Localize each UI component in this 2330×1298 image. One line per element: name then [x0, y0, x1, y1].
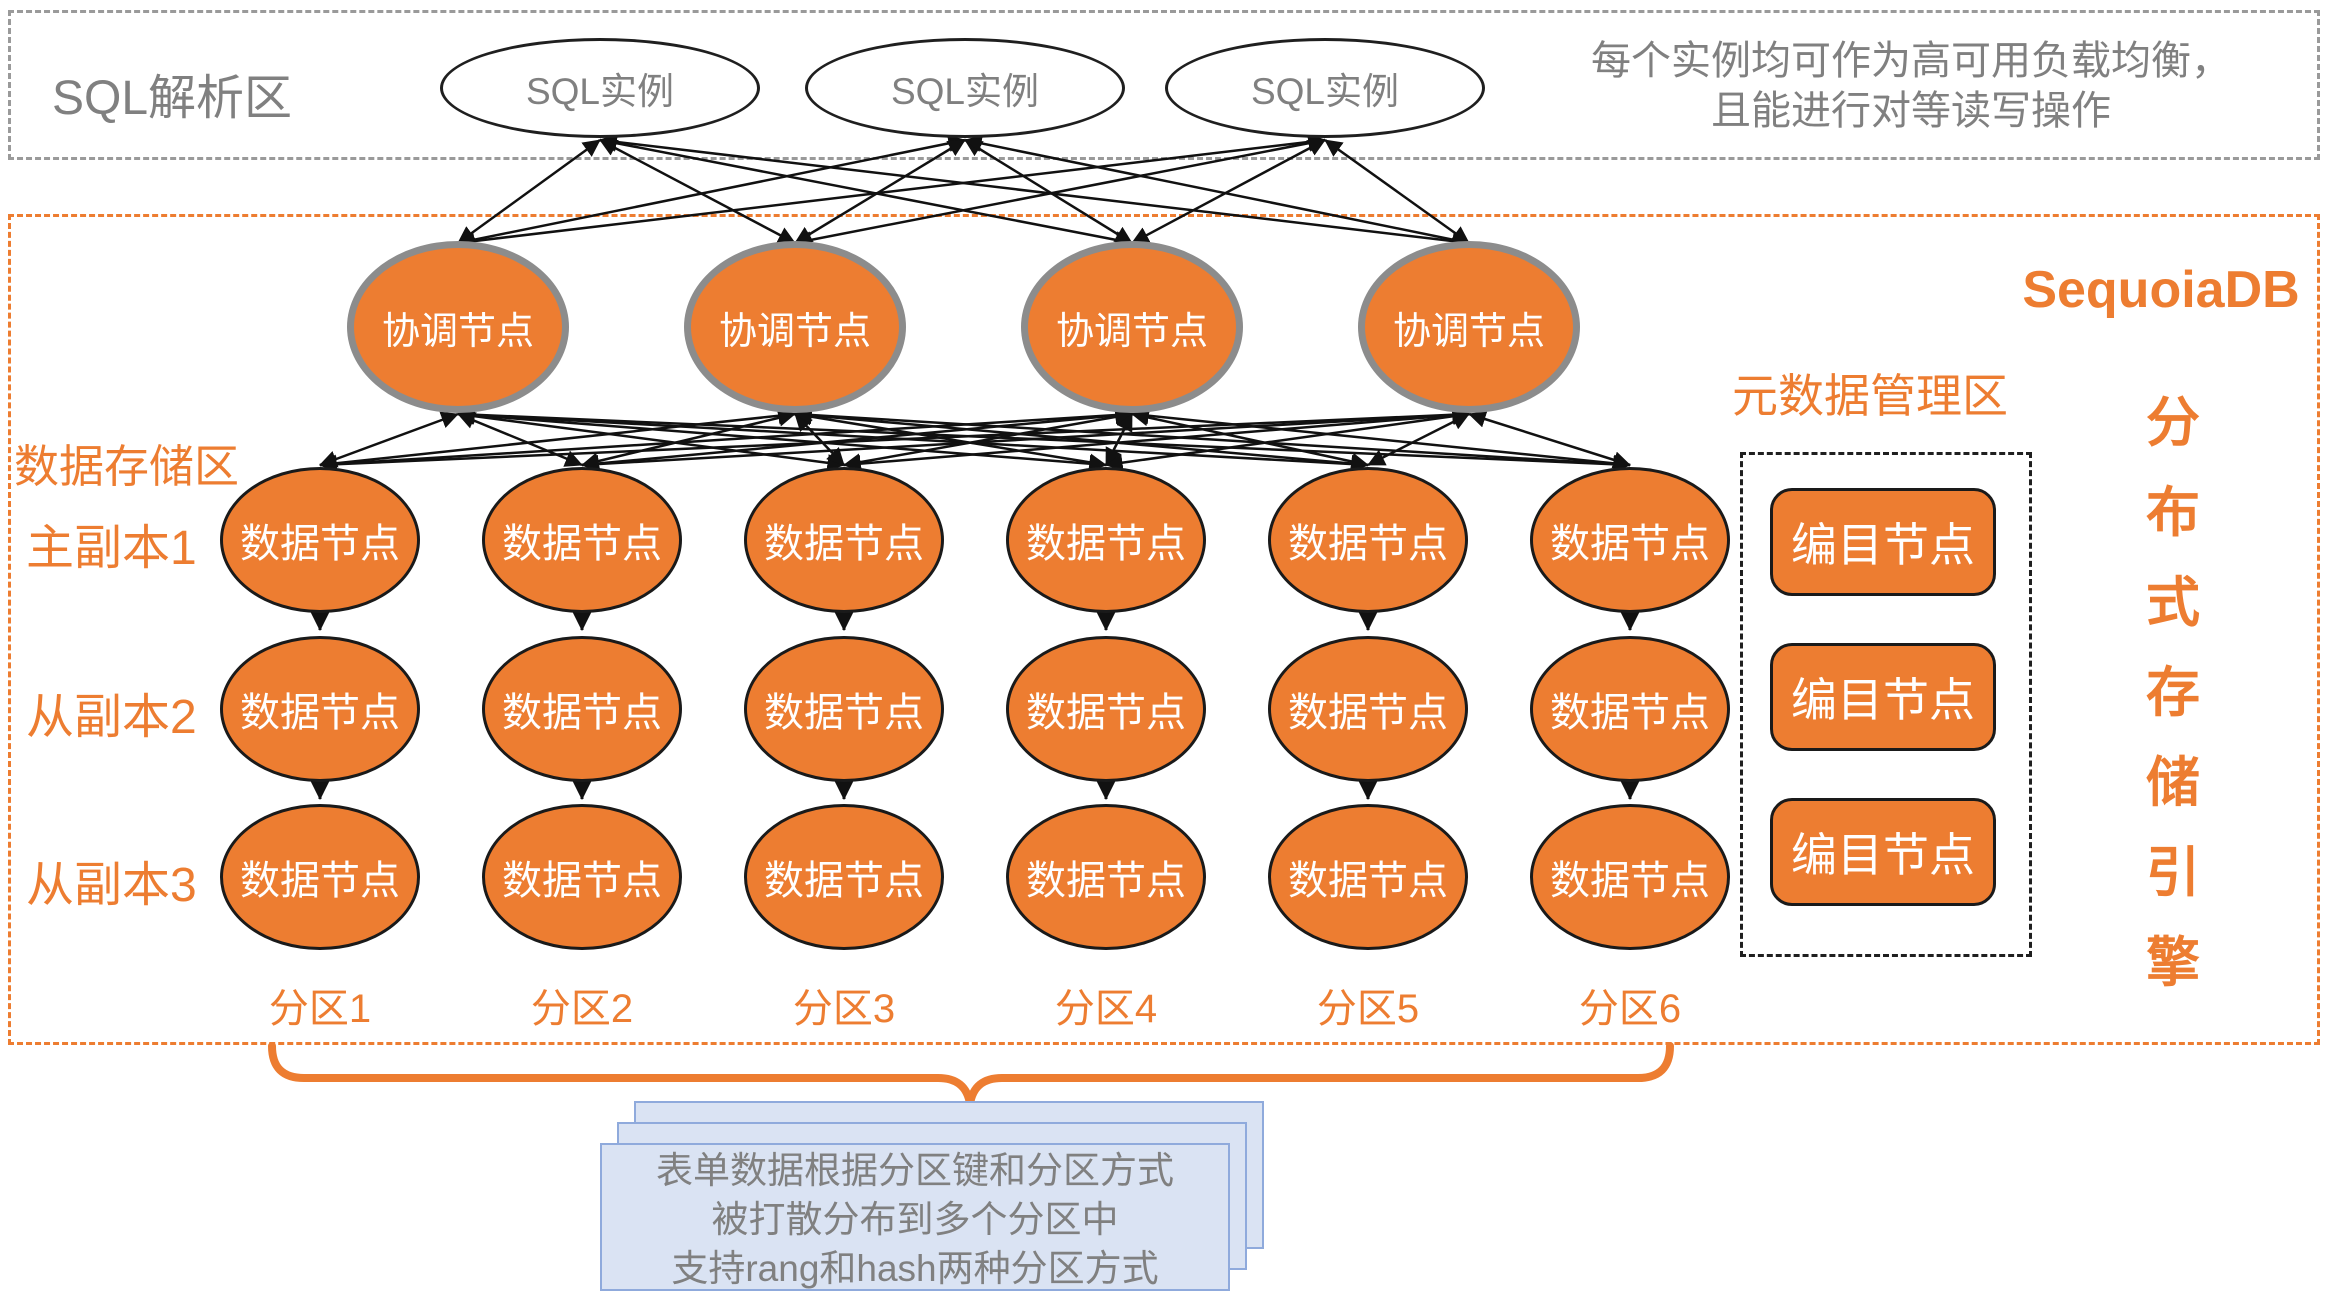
- callout-line2: 被打散分布到多个分区中: [711, 1199, 1119, 1240]
- data-node: 数据节点: [482, 804, 682, 950]
- data-node-label: 数据节点: [502, 859, 662, 903]
- sql-instance-label: SQL实例: [890, 71, 1040, 112]
- replica-chain-arrows: [309, 610, 1641, 801]
- data-node-label: 数据节点: [1026, 522, 1186, 566]
- sql-zone-label: SQL解析区: [52, 72, 293, 125]
- data-node: 数据节点: [1006, 636, 1206, 782]
- replica-row-label: 主副本1: [26, 522, 197, 575]
- data-node: 数据节点: [1268, 467, 1468, 613]
- coordination-node: 协调节点: [1021, 241, 1243, 413]
- catalog-node-label: 编目节点: [1791, 674, 1975, 726]
- sql-instance-label: SQL实例: [525, 71, 675, 112]
- coordination-node: 协调节点: [347, 241, 569, 413]
- metadata-zone-label: 元数据管理区: [1732, 370, 2008, 422]
- data-node-label: 数据节点: [1026, 691, 1186, 735]
- catalog-node-label: 编目节点: [1791, 519, 1975, 571]
- data-node-label: 数据节点: [1288, 522, 1448, 566]
- data-node: 数据节点: [482, 467, 682, 613]
- data-node-label: 数据节点: [1288, 859, 1448, 903]
- data-node-label: 数据节点: [764, 691, 924, 735]
- ha-note-text: 每个实例均可作为高可用负载均衡， 且能进行对等读写操作: [1516, 36, 2306, 136]
- metadata-zone-box: [1740, 452, 2032, 957]
- coordination-node-label: 协调节点: [1055, 310, 1208, 353]
- data-node-label: 数据节点: [1550, 691, 1710, 735]
- partition-callout-text: 表单数据根据分区键和分区方式 被打散分布到多个分区中 支持rang和hash两种…: [600, 1146, 1230, 1293]
- catalog-node: 编目节点: [1770, 643, 1996, 751]
- data-node: 数据节点: [744, 804, 944, 950]
- data-node-label: 数据节点: [1288, 691, 1448, 735]
- catalog-node-label: 编目节点: [1791, 829, 1975, 881]
- ha-note-line2: 且能进行对等读写操作: [1711, 89, 2111, 133]
- data-node: 数据节点: [1530, 636, 1730, 782]
- coordination-node: 协调节点: [1358, 241, 1580, 413]
- partition-label: 分区4: [1054, 987, 1158, 1031]
- data-node: 数据节点: [482, 636, 682, 782]
- sql-instance-node: SQL实例: [1165, 38, 1485, 138]
- ha-note-line1: 每个实例均可作为高可用负载均衡，: [1591, 39, 2231, 83]
- partition-label: 分区2: [530, 987, 634, 1031]
- data-node: 数据节点: [1006, 467, 1206, 613]
- partition-label: 分区5: [1316, 987, 1420, 1031]
- partition-brace: [268, 1042, 1674, 1105]
- coordination-node-label: 协调节点: [718, 310, 871, 353]
- callout-line3: 支持rang和hash两种分区方式: [671, 1248, 1159, 1289]
- replica-row-label: 从副本2: [26, 691, 197, 744]
- node-connectors: [319, 133, 1631, 474]
- data-node-label: 数据节点: [764, 859, 924, 903]
- catalog-node: 编目节点: [1770, 488, 1996, 596]
- partition-label: 分区1: [268, 987, 372, 1031]
- coordination-node: 协调节点: [684, 241, 906, 413]
- partition-label: 分区3: [792, 987, 896, 1031]
- data-node-label: 数据节点: [240, 522, 400, 566]
- data-node-label: 数据节点: [240, 691, 400, 735]
- data-node-label: 数据节点: [502, 691, 662, 735]
- data-node-label: 数据节点: [1026, 859, 1186, 903]
- data-storage-zone-label: 数据存储区: [14, 441, 240, 492]
- callout-card-front: [600, 1143, 1230, 1291]
- data-node: 数据节点: [1530, 467, 1730, 613]
- data-node: 数据节点: [1268, 636, 1468, 782]
- data-node-label: 数据节点: [764, 522, 924, 566]
- sql-instance-node: SQL实例: [440, 38, 760, 138]
- data-node: 数据节点: [1268, 804, 1468, 950]
- data-node: 数据节点: [220, 636, 420, 782]
- data-node-label: 数据节点: [1550, 522, 1710, 566]
- distributed-engine-vertical-label: 分布式存储引擎: [2146, 393, 2200, 993]
- catalog-node: 编目节点: [1770, 798, 1996, 906]
- data-node: 数据节点: [220, 804, 420, 950]
- sql-instance-node: SQL实例: [805, 38, 1125, 138]
- data-node: 数据节点: [744, 636, 944, 782]
- data-node-label: 数据节点: [240, 859, 400, 903]
- data-node: 数据节点: [1006, 804, 1206, 950]
- replica-row-label: 从副本3: [26, 859, 197, 912]
- data-node: 数据节点: [744, 467, 944, 613]
- sequoiadb-brand-label: SequoiaDB: [2022, 261, 2300, 319]
- data-node: 数据节点: [1530, 804, 1730, 950]
- coordination-node-label: 协调节点: [381, 310, 534, 353]
- data-node: 数据节点: [220, 467, 420, 613]
- callout-line1: 表单数据根据分区键和分区方式: [656, 1150, 1174, 1191]
- data-node-label: 数据节点: [502, 522, 662, 566]
- partition-label: 分区6: [1578, 987, 1682, 1031]
- data-node-label: 数据节点: [1550, 859, 1710, 903]
- sql-instance-label: SQL实例: [1250, 71, 1400, 112]
- coordination-node-label: 协调节点: [1392, 310, 1545, 353]
